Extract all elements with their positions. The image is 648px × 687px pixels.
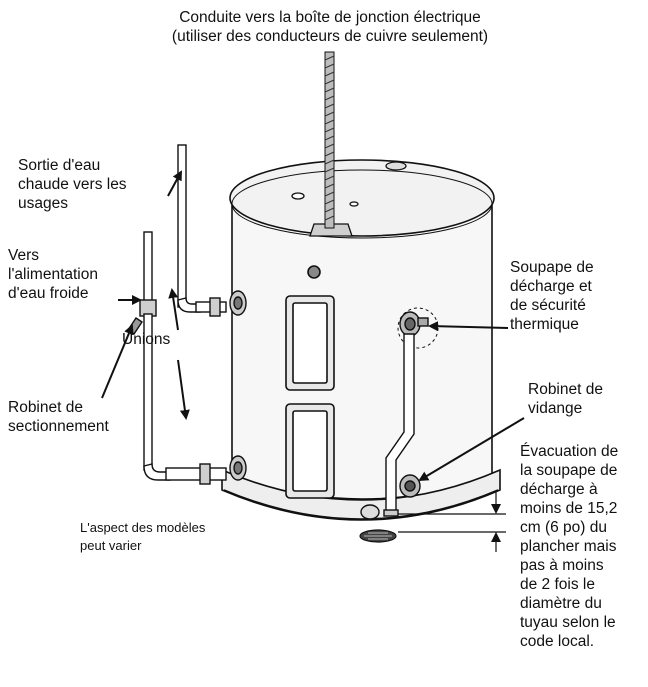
relief-valve-core <box>404 317 416 331</box>
arrow-relief-valve <box>428 321 509 332</box>
hot-water-pipe <box>177 144 247 317</box>
drain-valve-assembly <box>360 474 421 520</box>
arrow-shutoff-valve <box>101 324 134 399</box>
cold-water-pipe <box>127 231 247 485</box>
hot-pipe-vertical <box>177 144 187 308</box>
small-port <box>349 201 359 207</box>
conduit-label: Conduite vers la boîte de jonction élect… <box>171 9 489 45</box>
drain-valve-label: Robinet de vidange <box>528 381 603 417</box>
drain-valve-core <box>404 480 416 492</box>
discharge-dimension <box>398 492 506 552</box>
hot-outlet-core <box>233 296 243 310</box>
top-port <box>385 161 407 171</box>
top-fittings <box>291 161 407 237</box>
relief-valve-label: Soupape de décharge et de sécurité therm… <box>510 259 594 333</box>
discharge-pipe-end <box>383 509 399 517</box>
conduit-stripes <box>324 55 335 221</box>
upper-panel-inner <box>292 302 328 384</box>
relief-valve-assembly <box>383 307 439 517</box>
tank-base-bottom <box>223 489 499 520</box>
cold-pipe-horizontal <box>165 467 227 481</box>
leader-arrows <box>101 170 525 482</box>
arrow-drain-valve <box>418 417 525 482</box>
unions-label: Unions <box>122 331 171 348</box>
model-variation-note: L'aspect des modèles peut varier <box>80 520 206 553</box>
tank-body <box>231 199 493 500</box>
cold-union <box>199 463 211 485</box>
thermostat-button <box>307 265 321 279</box>
shutoff-valve-label: Robinet de sectionnement <box>8 399 109 435</box>
cold-water-supply-label: Vers l'alimentation d'eau froide <box>8 247 98 302</box>
lower-panel-inner <box>292 410 328 492</box>
arrow-unions-up <box>168 288 179 331</box>
access-panels <box>285 265 335 499</box>
discharge-note-label: Évacuation de la soupape de décharge à m… <box>520 443 619 650</box>
relief-valve-lever <box>417 317 429 327</box>
anode-port <box>291 192 305 200</box>
junction-box <box>309 223 353 237</box>
tank <box>221 159 501 521</box>
hot-water-outlet-label: Sortie d'eau chaude vers les usages <box>18 157 127 212</box>
cold-pipe-upper <box>143 231 153 303</box>
electrical-conduit <box>324 51 335 229</box>
floor-drain-grate <box>364 532 392 540</box>
tank-top-rim <box>231 169 493 239</box>
arrow-hot-outlet <box>167 170 182 197</box>
base-drain-plug <box>360 504 380 520</box>
cold-inlet-core <box>233 461 243 475</box>
floor-drain <box>359 529 397 543</box>
hot-union <box>209 297 221 317</box>
tank-top-lid <box>229 159 495 237</box>
arrow-unions-down <box>177 359 190 420</box>
